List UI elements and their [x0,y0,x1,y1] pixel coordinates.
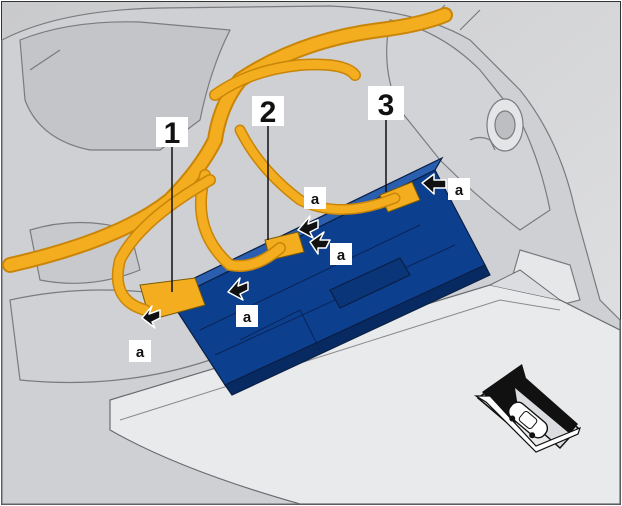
callout-2: 2 [252,96,284,129]
arrow-a-1-icon [141,305,161,329]
svg-text:a: a [311,191,320,208]
svg-text:a: a [337,247,346,264]
svg-text:a: a [136,344,145,361]
a-arrows [141,173,447,329]
callout-leaders [171,120,387,292]
forward-direction-arrow-icon [473,364,581,453]
a-label-3: a [304,187,326,209]
wire-harness [2,7,453,316]
callout-3: 3 [368,86,404,122]
a-label-4: a [330,243,352,265]
a-label-2: a [236,305,258,327]
a-labels: a a a a a [129,178,470,362]
a-label-1: a [129,340,151,362]
callout-1: 1 [156,117,188,150]
a-label-5: a [448,178,470,200]
callout-3-label: 3 [378,89,395,122]
arrow-a-2-icon [227,277,249,301]
car-icon [507,401,549,439]
arrow-a-5-icon [421,173,447,195]
arrow-a-3-icon [297,215,319,239]
callout-2-label: 2 [260,96,277,129]
callout-1-label: 1 [164,117,181,150]
arrow-a-4-icon [309,231,331,255]
svg-text:a: a [455,182,464,199]
svg-text:a: a [243,309,252,326]
